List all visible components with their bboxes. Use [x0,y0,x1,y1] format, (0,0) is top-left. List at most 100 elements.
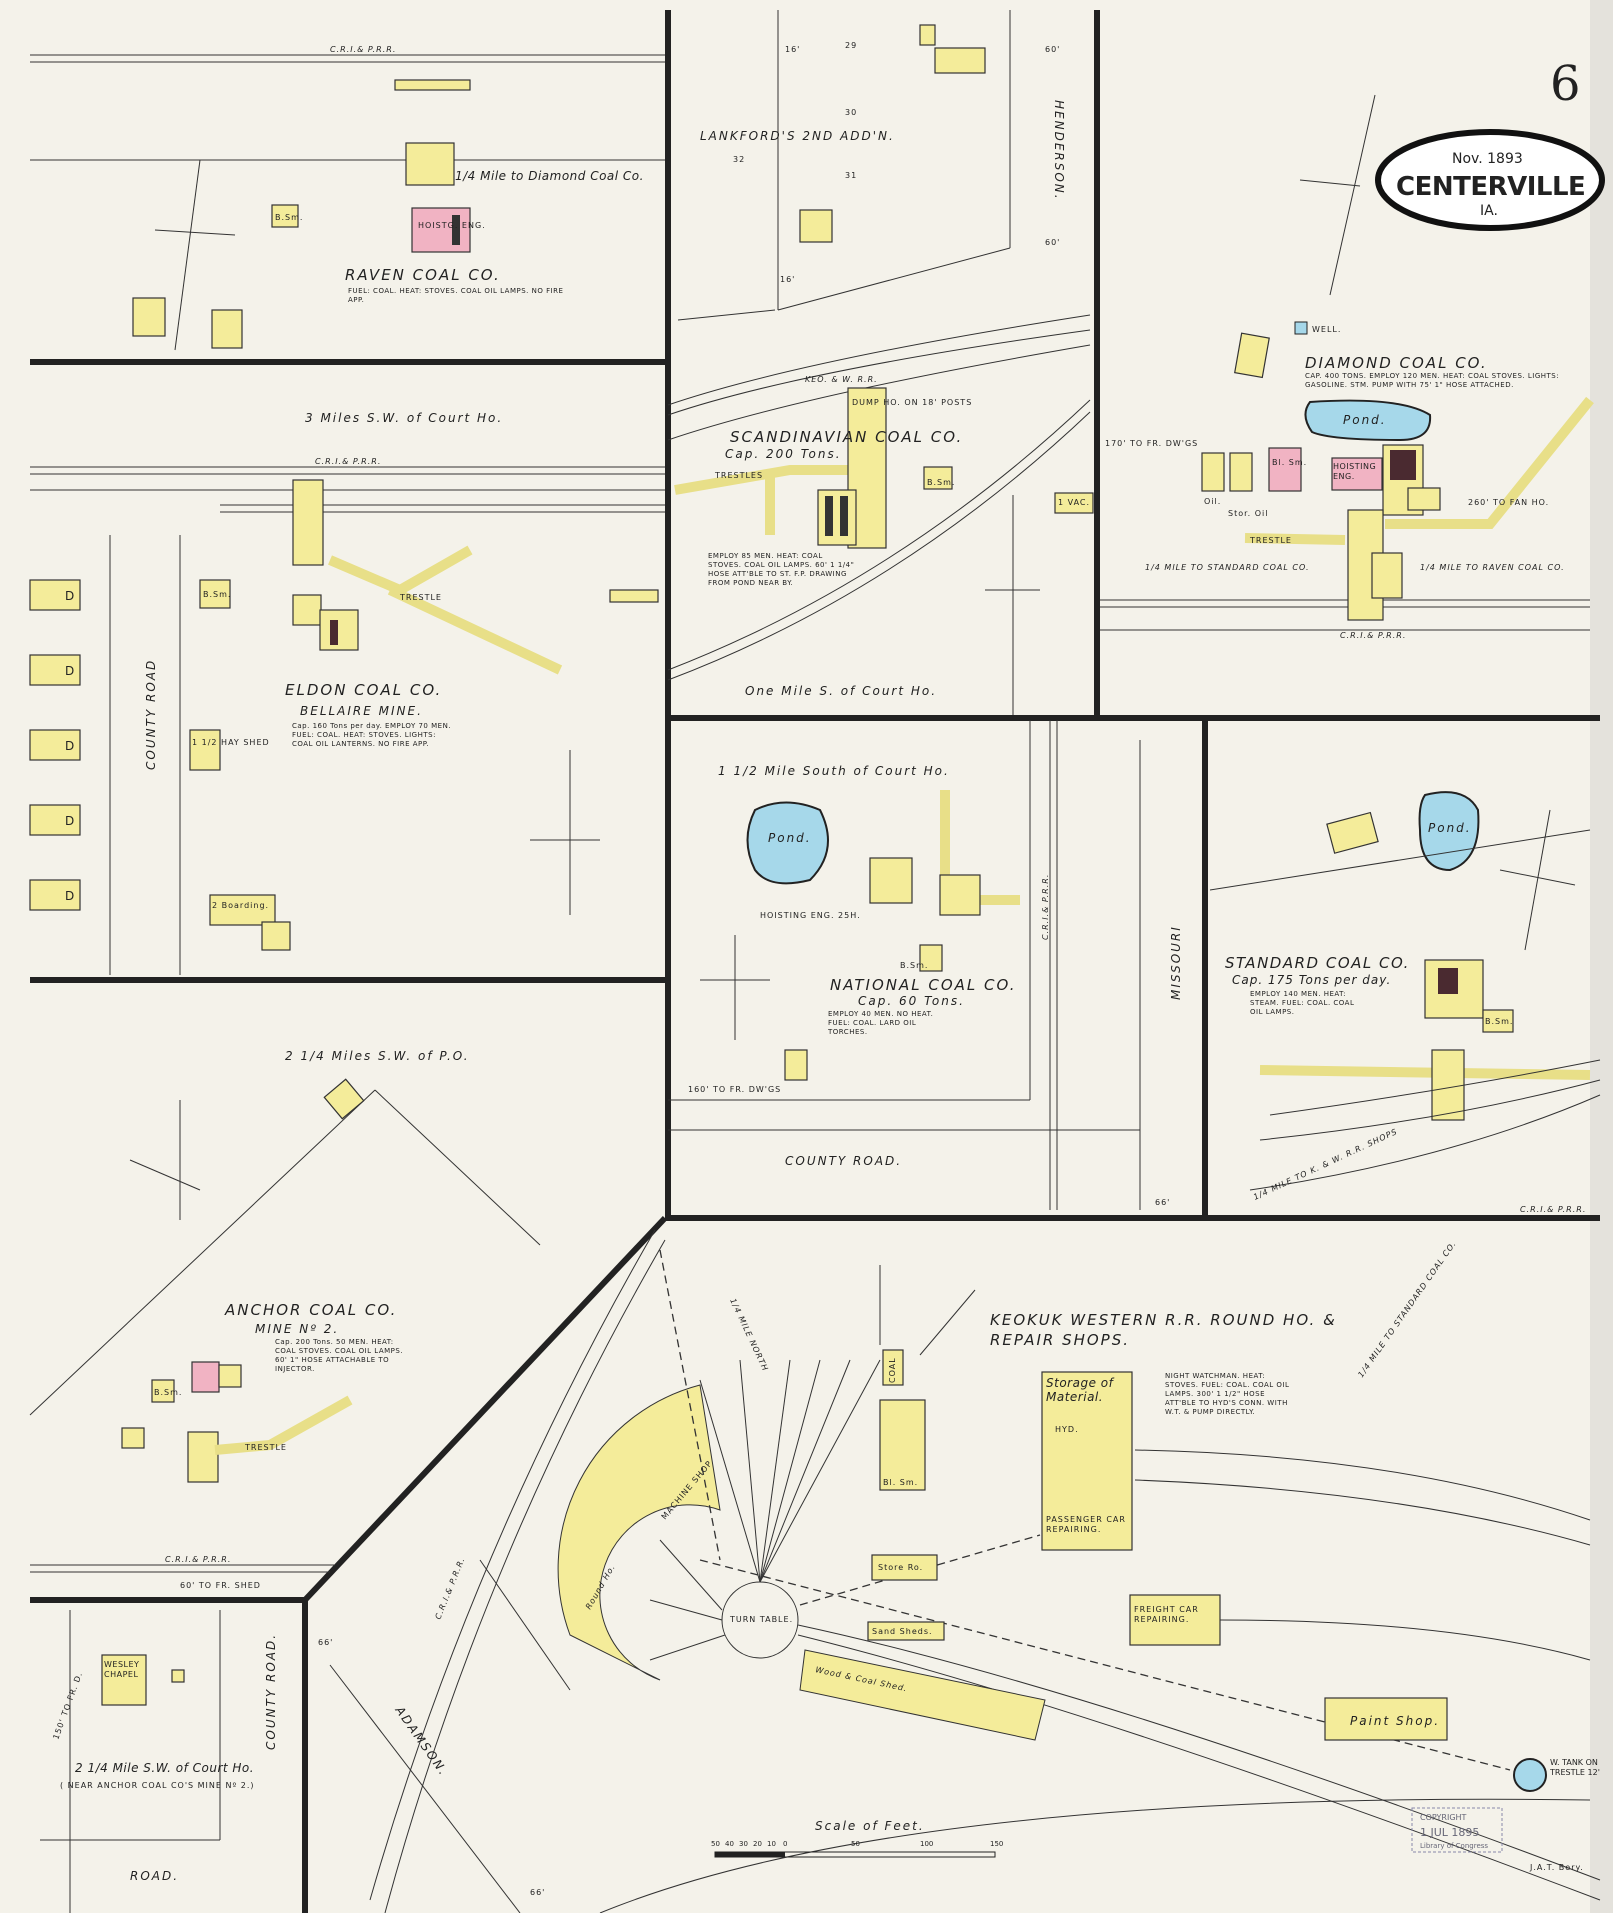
blacksmith-label: B.Sm. [154,1388,182,1397]
blacksmith-label: B.Sm. [1485,1017,1513,1026]
sheet-title: 6 Nov. 1893 CENTERVILLE IA. [1375,56,1605,231]
raven-coal-co-title: RAVEN COAL CO. [345,266,501,284]
dwellings-distance: 160' TO FR. DW'GS [688,1085,781,1094]
copyright-stamp: COPYRIGHT 1 JUL 1895 Library of Congress [1411,1807,1503,1853]
raven-notes: FUEL: COAL. HEAT: STOVES. COAL OIL LAMPS… [348,287,564,304]
oil-storage-label: Stor. Oil [1228,509,1269,518]
blacksmith-label: B.Sm. [203,590,231,599]
dwelling-label: D [65,739,74,753]
dim-label: 66' [318,1638,333,1647]
raven-distance: 1/4 Mile to Diamond Coal Co. [455,169,644,183]
pond-label: Pond. [1428,821,1472,835]
anchor-coal-co-title: ANCHOR COAL CO. [224,1301,397,1319]
storage-label: Storage of Material. [1046,1376,1114,1404]
dwelling-label: D [65,664,74,678]
dwelling-label: D [65,589,74,603]
scale-tick: 0 [783,1840,787,1848]
standard-notes: EMPLOY 140 MEN. HEAT: STEAM. FUEL: COAL.… [1250,990,1355,1016]
wesley-distance: 2 1/4 Mile S.W. of Court Ho. [75,1761,254,1775]
anchor-distance: 2 1/4 Miles S.W. of P.O. [285,1049,470,1063]
blacksmith-label: B.Sm. [927,478,955,487]
road-label: ROAD. [130,1869,179,1883]
svg-text:1 JUL 1895: 1 JUL 1895 [1420,1826,1479,1839]
anchor-coal-co: 2 1/4 Miles S.W. of P.O. ANCHOR COAL CO.… [29,1049,541,1590]
shed-distance: 60' TO FR. SHED [180,1581,261,1590]
keokuk-notes: NIGHT WATCHMAN. HEAT: STOVES. FUEL: COAL… [1165,1372,1290,1416]
county-road-label: COUNTY ROAD. [785,1154,902,1168]
eldon-distance: 3 Miles S.W. of Court Ho. [305,411,503,425]
eldon-mine-label: BELLAIRE MINE. [300,704,423,718]
dim-label: 16' [780,275,795,284]
scale-label: Scale of Feet. [815,1819,925,1833]
water-tank-label: W. TANK ON TRESTLE 12' [1550,1758,1600,1777]
hoisting-engine-label: HOISTING ENG. 25H. [760,911,861,920]
pond-label: Pond. [768,831,812,845]
standard-coal-co-title: STANDARD COAL CO. [1225,954,1410,972]
sand-sheds-label: Sand Sheds. [872,1627,933,1636]
trestle-label: TRESTLE [244,1443,287,1452]
scale-tick: 50 [851,1840,860,1848]
raven-coal-co: C.R.I.& P.R.R. HOISTG. ENG. B.Sm. RAVEN … [30,45,665,351]
well-label: WELL. [1312,325,1341,334]
dwelling-label: D [65,814,74,828]
vacant-label: 1 VAC. [1058,498,1090,507]
trestle-label: TRESTLE [1249,536,1292,545]
freight-car-label: FREIGHT CAR REPAIRING. [1134,1605,1199,1624]
scale-tick: 30 [739,1840,748,1848]
lot-number: 31 [845,171,857,180]
oil-house-label: Oil. [1204,497,1221,506]
scandinavian-coal-co: LANKFORD'S 2ND ADD'N. HENDERSON. 16' 60'… [667,10,1094,715]
rail-label: C.R.I.& P.R.R. [1041,874,1050,940]
diamond-coal-co: C.R.I.& P.R.R. WELL. DIAMOND COAL CO. CA… [1100,94,1594,640]
hydrant-label: HYD. [1055,1425,1079,1434]
dim-label: 60' [1045,238,1060,247]
panel-borders [30,10,1600,1913]
to-standard-label: 1/4 MILE TO STANDARD COAL CO. [1145,563,1310,572]
scale-tick: 10 [767,1840,776,1848]
rail-label: C.R.I.& P.R.R. [1520,1205,1586,1214]
dwellings-distance: 170' TO FR. DW'GS [1105,439,1198,448]
addition-label: LANKFORD'S 2ND ADD'N. [700,129,895,143]
eldon-coal-co-title: ELDON COAL CO. [285,681,442,699]
anchor-notes: Cap. 200 Tons. 50 MEN. HEAT: COAL STOVES… [275,1338,404,1373]
diamond-notes: CAP. 400 TONS. EMPLOY 120 MEN. HEAT: COA… [1305,372,1560,389]
sheet-state: IA. [1480,203,1498,219]
trestles-label: TRESTLES [714,471,763,480]
store-room-label: Store Ro. [878,1563,923,1572]
national-coal-co: 1 1/2 Mile South of Court Ho. Pond. HOIS… [668,720,1183,1210]
missouri-street-label: MISSOURI [1169,925,1183,1000]
scandinavian-notes: EMPLOY 85 MEN. HEAT: COAL STOVES. COAL O… [708,552,855,587]
diamond-coal-co-title: DIAMOND COAL CO. [1305,354,1488,372]
county-road-label: COUNTY ROAD. [264,1633,278,1750]
surveyor-credit: J.A.T. Bery. [1529,1863,1584,1872]
scale-tick: 20 [753,1840,762,1848]
svg-text:COPYRIGHT: COPYRIGHT [1420,1813,1467,1822]
national-notes: EMPLOY 40 MEN. NO HEAT. FUEL: COAL. LARD… [828,1010,934,1036]
dwelling-label: D [65,889,74,903]
scale-tick: 50 [711,1840,720,1848]
svg-text:Library of Congress: Library of Congress [1420,1842,1488,1850]
dwelling-column: D D D D D [29,579,81,911]
lot-number: 30 [845,108,857,117]
fan-house-label: 260' TO FAN HO. [1468,498,1549,507]
rail-label: C.R.I.& P.R.R. [315,457,381,466]
eldon-notes: Cap. 160 Tons per day. EMPLOY 70 MEN. FU… [292,722,452,748]
passenger-car-label: PASSENGER CAR REPAIRING. [1046,1515,1126,1534]
blacksmith-label: Bl. Sm. [883,1478,918,1487]
turntable-label: TURN TABLE. [729,1615,793,1624]
lot-number: 32 [733,155,745,164]
eldon-coal-co: 3 Miles S.W. of Court Ho. C.R.I.& P.R.R.… [29,411,665,975]
dim-label: 16' [785,45,800,54]
blacksmith-label: B.Sm. [275,213,303,222]
paint-shop-label: Paint Shop. [1350,1714,1440,1728]
hoisting-engine-label: HOISTING ENG. [1333,462,1377,481]
trestle-label: TRESTLE [399,593,442,602]
sheet-city: CENTERVILLE [1396,172,1585,202]
henderson-street-label: HENDERSON. [1052,100,1066,201]
turntable-tracks [649,1359,881,1661]
blacksmith-label: Bl. Sm. [1272,458,1307,467]
coal-shed-label: COAL [888,1357,897,1383]
scandinavian-capacity: Cap. 200 Tons. [725,447,842,461]
pond-label: Pond. [1343,413,1387,427]
